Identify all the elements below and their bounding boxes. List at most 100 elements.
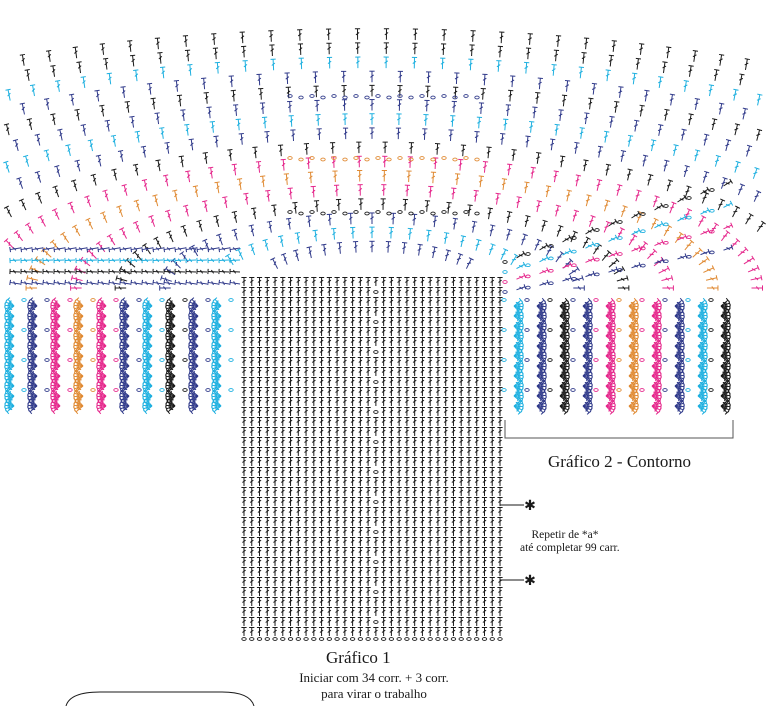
body-stitch	[357, 567, 363, 576]
yoke-stitch	[451, 187, 457, 200]
yoke-stitch	[321, 243, 327, 256]
yoke-stitch	[614, 100, 620, 113]
right-row-stitch	[516, 284, 527, 291]
left-fan-stitch	[212, 307, 222, 317]
body-stitch	[256, 477, 263, 486]
body-stitch	[295, 417, 301, 426]
yoke-stitch	[524, 215, 531, 227]
body-stitch	[295, 387, 301, 396]
body-stitch	[497, 587, 503, 596]
body-stitch	[272, 577, 278, 586]
body-stitch	[427, 347, 433, 356]
body-stitch	[443, 287, 449, 296]
yoke-chain	[430, 211, 436, 216]
body-stitch	[287, 547, 294, 556]
yoke-stitch	[385, 241, 392, 253]
yoke-stitch	[90, 173, 97, 186]
yoke-stitch	[471, 220, 478, 233]
body-stitch	[381, 547, 387, 556]
right-fan-chain	[547, 328, 553, 332]
body-stitch	[326, 577, 332, 586]
yoke-stitch	[225, 253, 234, 266]
body-stitch	[241, 457, 247, 466]
yoke-stitch	[54, 80, 61, 92]
right-fan-chain	[662, 328, 668, 332]
body-stitch	[481, 627, 488, 636]
yoke-stitch	[222, 196, 228, 209]
body-stitch	[497, 437, 503, 446]
body-stitch	[350, 517, 356, 526]
yoke-stitch	[734, 160, 741, 173]
body-stitch	[295, 317, 301, 326]
yoke-stitch	[694, 97, 701, 110]
rounded-frame	[65, 691, 255, 706]
yoke-stitch	[306, 215, 312, 228]
body-stitch	[481, 487, 488, 496]
yoke-stitch	[535, 92, 541, 104]
body-stitch	[412, 587, 418, 596]
yoke-stitch	[271, 204, 277, 217]
body-stitch	[264, 397, 270, 406]
body-stitch	[272, 377, 278, 386]
body-stitch	[458, 377, 464, 386]
body-stitch	[256, 367, 263, 376]
body-stitch	[350, 477, 356, 486]
body-stitch	[481, 567, 488, 576]
body-stitch	[295, 357, 301, 366]
left-fan-chain	[44, 328, 50, 332]
body-stitch	[342, 547, 348, 556]
yoke-stitch	[5, 88, 11, 101]
body-stitch	[264, 417, 270, 426]
right-row-chain	[617, 236, 623, 240]
body-stitch	[311, 397, 317, 406]
body-stitch	[412, 347, 418, 356]
body-stitch	[388, 317, 394, 326]
body-stitch	[404, 357, 410, 366]
yoke-stitch	[553, 170, 559, 183]
body-stitch	[404, 367, 410, 376]
body-stitch	[489, 577, 495, 586]
body-stitch	[412, 387, 418, 396]
body-stitch	[272, 397, 278, 406]
body-stitch	[318, 517, 325, 526]
right-row-chain	[594, 257, 600, 262]
body-stitch	[350, 497, 356, 506]
yoke-stitch	[431, 246, 438, 259]
body-stitch	[388, 287, 394, 296]
body-stitch	[256, 277, 263, 286]
left-row-stitch	[86, 257, 98, 264]
body-stitch	[256, 387, 263, 396]
body-stitch	[256, 537, 263, 546]
body-stitch	[474, 437, 480, 446]
body-stitch	[373, 397, 379, 406]
left-fan-stitch	[189, 357, 199, 367]
body-stitch	[256, 587, 263, 596]
yoke-stitch	[583, 159, 589, 172]
body-stitch	[326, 427, 332, 436]
yoke-stitch	[256, 73, 262, 86]
body-stitch	[272, 477, 278, 486]
yoke-stitch	[465, 257, 474, 269]
body-stitch	[443, 387, 449, 396]
foundation-chain	[474, 637, 480, 641]
body-stitch	[256, 377, 263, 386]
body-stitch	[249, 317, 255, 326]
body-stitch	[342, 307, 348, 316]
body-stitch	[412, 507, 418, 516]
body-stitch	[350, 627, 356, 636]
yoke-stitch	[383, 42, 389, 54]
body-stitch	[458, 567, 464, 576]
yoke-stitch	[129, 115, 135, 128]
body-stitch	[381, 537, 387, 546]
body-stitch	[404, 457, 410, 466]
body-stitch	[443, 317, 449, 326]
right-row-chain	[525, 252, 531, 256]
body-stitch	[334, 537, 340, 546]
body-stitch	[241, 287, 247, 296]
body-stitch	[443, 437, 449, 446]
left-row-stitch	[196, 279, 208, 286]
yoke-stitch	[681, 128, 687, 141]
left-fan-stitch	[5, 357, 15, 367]
yoke-stitch	[132, 163, 139, 176]
body-stitch	[489, 627, 495, 636]
